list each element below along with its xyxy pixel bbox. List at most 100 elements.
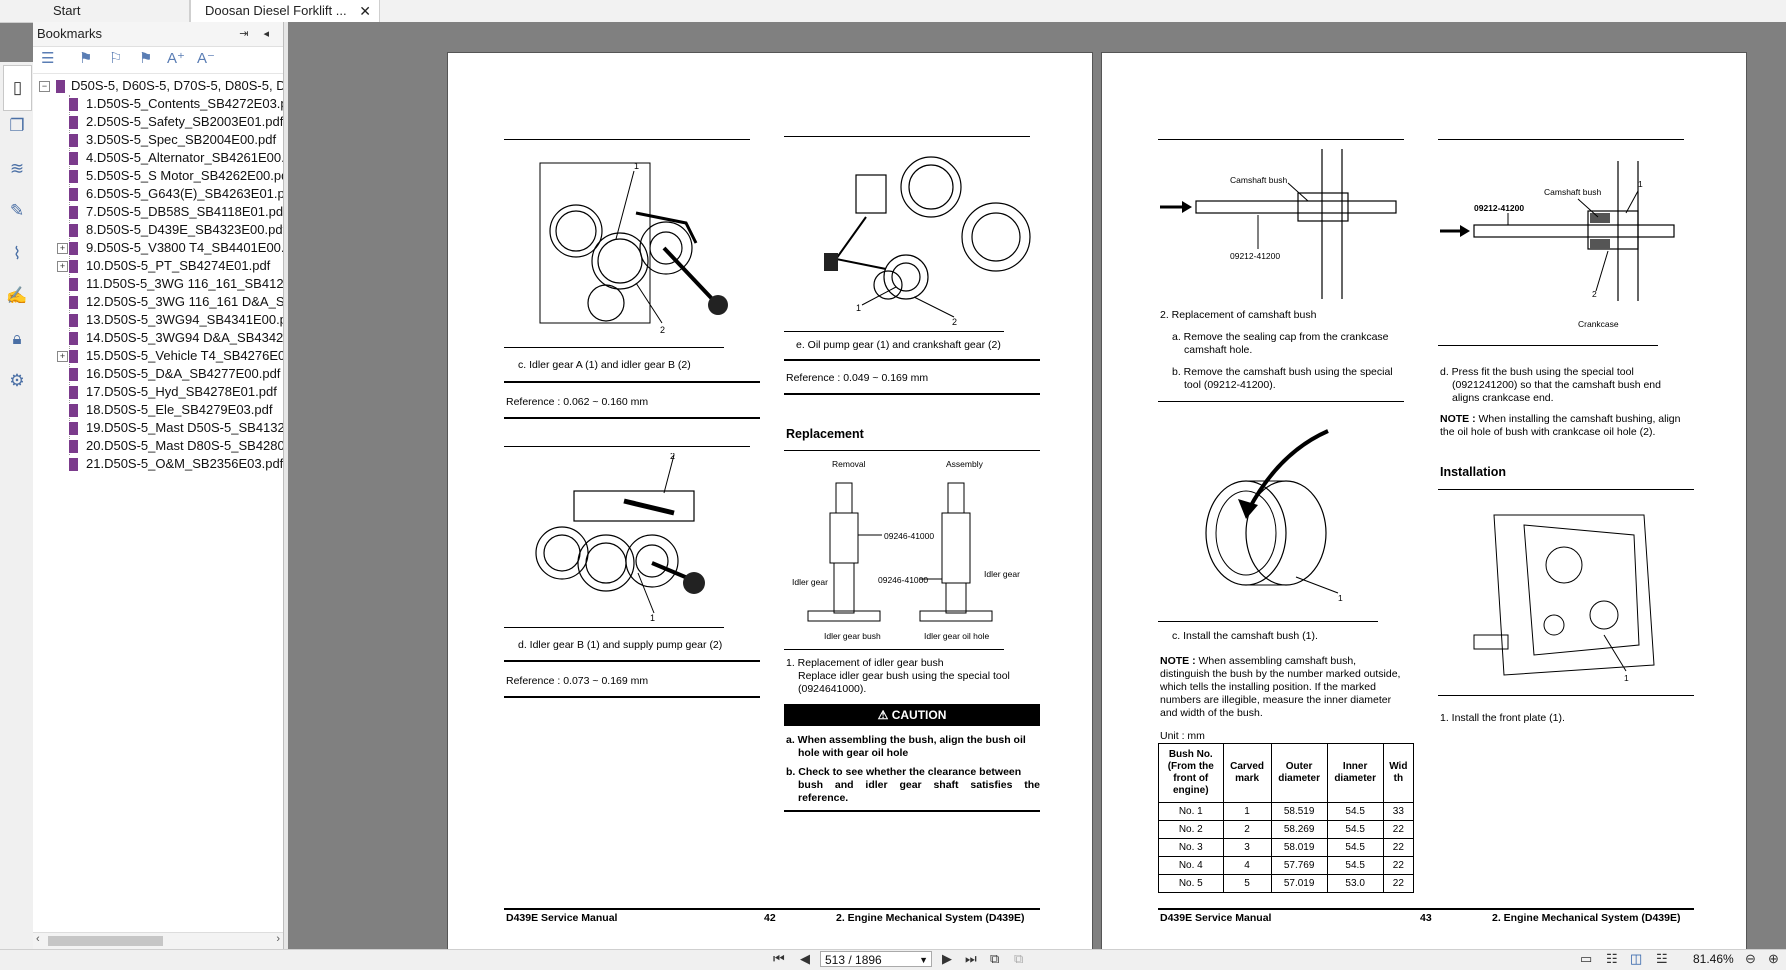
close-icon[interactable]: ✕ bbox=[359, 3, 371, 19]
bookmark-icon bbox=[69, 260, 78, 274]
bookmark-expand-icon[interactable]: ⚐ bbox=[109, 50, 123, 67]
bookmarks-title: Bookmarks bbox=[37, 26, 103, 41]
bookmark-item[interactable]: 18.D50S-5_Ele_SB4279E03.pdf bbox=[69, 401, 272, 419]
col-outer-diameter: Outer diameter bbox=[1270, 743, 1328, 803]
bookmark-collapse-icon[interactable]: ⚑ bbox=[139, 50, 153, 67]
bookmark-label: 10.D50S-5_PT_SB4274E01.pdf bbox=[86, 258, 271, 273]
cell: 57.019 bbox=[1270, 874, 1328, 893]
bookmark-item[interactable]: +10.D50S-5_PT_SB4274E01.pdf bbox=[57, 257, 271, 275]
zoom-level[interactable]: 81.46% bbox=[1693, 952, 1734, 966]
next-view-icon[interactable]: ⧉ bbox=[1014, 951, 1024, 966]
bookmark-icon bbox=[69, 116, 78, 130]
bookmark-item[interactable]: 14.D50S-5_3WG94 D&A_SB4342E bbox=[69, 329, 283, 347]
security-panel-icon[interactable]: 🔒︎ bbox=[12, 329, 22, 348]
bookmark-icon bbox=[69, 314, 78, 328]
bookmarks-horizontal-scrollbar[interactable]: ‹ › bbox=[33, 932, 283, 949]
footer-rule bbox=[504, 908, 1040, 910]
page-number-input[interactable]: 513 / 1896▼ bbox=[820, 951, 932, 967]
bookmark-item[interactable]: 5.D50S-5_S Motor_SB4262E00.pd bbox=[69, 167, 283, 185]
bookmarks-panel: Bookmarks ⇥ ◂ ☰ ⚑ ⚐ ⚑ A⁺ A⁻ − D50S-5, D60… bbox=[33, 22, 284, 949]
bookmark-item[interactable]: 6.D50S-5_G643(E)_SB4263E01.pc bbox=[69, 185, 283, 203]
supply-pump-gear-figure: 2 1 bbox=[534, 453, 734, 623]
camshaft-bush-removal-figure: Camshaft bush 09212-41200 bbox=[1158, 149, 1408, 299]
bookmarks-panel-controls[interactable]: ⇥ ◂ bbox=[239, 28, 275, 40]
bookmark-item[interactable]: 1.D50S-5_Contents_SB4272E03.p bbox=[69, 95, 283, 113]
expand-icon[interactable]: + bbox=[57, 243, 68, 254]
cell: 4 bbox=[1222, 856, 1272, 875]
bookmark-item[interactable]: 7.D50S-5_DB58S_SB4118E01.pdf bbox=[69, 203, 283, 221]
panel-splitter[interactable] bbox=[284, 22, 288, 949]
bookmark-item[interactable]: 3.D50S-5_Spec_SB2004E00.pdf bbox=[69, 131, 276, 149]
bookmark-item[interactable]: +15.D50S-5_Vehicle T4_SB4276E0 bbox=[57, 347, 283, 365]
step2-b-1: b. Remove the camshaft bush using the sp… bbox=[1172, 366, 1393, 378]
attachments-panel-icon[interactable]: ⌇ bbox=[12, 244, 22, 263]
single-page-icon[interactable]: ▭ bbox=[1580, 951, 1593, 966]
bookmark-item[interactable]: 11.D50S-5_3WG 116_161_SB412 bbox=[69, 275, 283, 293]
rule bbox=[504, 660, 760, 662]
bookmark-item[interactable]: +9.D50S-5_V3800 T4_SB4401E00. bbox=[57, 239, 283, 257]
comments-panel-icon[interactable]: ✎ bbox=[9, 201, 25, 220]
tab-start[interactable]: Start bbox=[20, 0, 190, 22]
cell: 57.769 bbox=[1270, 856, 1328, 875]
bookmark-label: 11.D50S-5_3WG 116_161_SB412 bbox=[86, 276, 283, 291]
col-carved-mark: Carved mark bbox=[1222, 743, 1272, 803]
cell: 3 bbox=[1222, 838, 1272, 857]
continuous-facing-icon[interactable]: ☳ bbox=[1656, 951, 1668, 966]
bookmark-root-label: D50S-5, D60S-5, D70S-5, D80S-5, D9 bbox=[71, 78, 283, 93]
last-page-icon[interactable]: ⏭ bbox=[965, 951, 977, 966]
tab-start-label: Start bbox=[53, 3, 81, 18]
bookmarks-toolbar: ☰ ⚑ ⚐ ⚑ A⁺ A⁻ bbox=[33, 47, 283, 74]
callout-1: 1 bbox=[1624, 673, 1629, 683]
zoom-in-icon[interactable]: ⊕ bbox=[1768, 951, 1779, 966]
bookmark-add-icon[interactable]: ⚑ bbox=[79, 50, 93, 67]
expand-icon[interactable]: + bbox=[57, 261, 68, 272]
bookmark-item[interactable]: 16.D50S-5_D&A_SB4277E00.pdf bbox=[69, 365, 280, 383]
document-viewer[interactable]: 1 2 c. Idler gear A (1) and idler gear B… bbox=[288, 22, 1786, 966]
bookmark-root[interactable]: − D50S-5, D60S-5, D70S-5, D80S-5, D9 bbox=[39, 77, 283, 95]
scroll-left-icon[interactable]: ‹ bbox=[36, 933, 40, 945]
callout-2: 2 bbox=[660, 325, 665, 333]
bookmark-icon bbox=[69, 206, 78, 220]
expand-icon[interactable]: + bbox=[57, 351, 68, 362]
first-page-icon[interactable]: ⏮ bbox=[773, 951, 785, 966]
label-idler-gear-r: Idler gear bbox=[984, 569, 1020, 579]
caption-d: d. Idler gear B (1) and supply pump gear… bbox=[518, 639, 723, 651]
bookmark-item[interactable]: 4.D50S-5_Alternator_SB4261E00. bbox=[69, 149, 283, 167]
previous-view-icon[interactable]: ⧉ bbox=[990, 951, 1000, 966]
bookmark-item[interactable]: 2.D50S-5_Safety_SB2003E01.pdf bbox=[69, 113, 283, 131]
bookmark-label: 4.D50S-5_Alternator_SB4261E00. bbox=[86, 150, 283, 165]
bookmark-item[interactable]: 8.D50S-5_D439E_SB4323E00.pdf bbox=[69, 221, 283, 239]
zoom-out-icon[interactable]: ⊖ bbox=[1745, 951, 1756, 966]
continuous-page-icon[interactable]: ☷ bbox=[1606, 951, 1618, 966]
layers-panel-icon[interactable]: ≋ bbox=[9, 159, 25, 178]
bookmark-item[interactable]: 21.D50S-5_O&M_SB2356E03.pdf bbox=[69, 455, 283, 473]
bookmark-item[interactable]: 17.D50S-5_Hyd_SB4278E01.pdf bbox=[69, 383, 277, 401]
bookmark-item[interactable]: 19.D50S-5_Mast D50S-5_SB4132E bbox=[69, 419, 283, 437]
properties-panel-icon[interactable]: ⚙ bbox=[9, 371, 25, 390]
text-smaller-icon[interactable]: A⁻ bbox=[197, 50, 215, 67]
label-tool: 09212-41200 bbox=[1230, 251, 1280, 261]
pages-panel-icon[interactable]: ❐ bbox=[9, 116, 25, 135]
scrollbar-thumb[interactable] bbox=[48, 936, 163, 946]
text-larger-icon[interactable]: A⁺ bbox=[167, 50, 185, 67]
signatures-panel-icon[interactable]: ✍ bbox=[6, 286, 28, 305]
bookmark-label: 21.D50S-5_O&M_SB2356E03.pdf bbox=[86, 456, 283, 471]
facing-pages-icon[interactable]: ◫ bbox=[1630, 951, 1643, 966]
chevron-down-icon[interactable]: ▼ bbox=[919, 955, 928, 965]
tab-document[interactable]: Doosan Diesel Forklift ... ✕ bbox=[190, 0, 380, 22]
bookmarks-panel-icon[interactable]: ▯ bbox=[3, 65, 32, 111]
callout-1: 1 bbox=[634, 161, 639, 171]
scroll-right-icon[interactable]: › bbox=[276, 933, 280, 945]
bookmark-options-icon[interactable]: ☰ bbox=[41, 50, 55, 67]
rule bbox=[784, 359, 1040, 361]
next-page-icon[interactable]: ▶ bbox=[942, 951, 952, 966]
col-width: Wid th bbox=[1382, 743, 1415, 803]
heading-installation: Installation bbox=[1440, 465, 1506, 479]
bookmark-item[interactable]: 12.D50S-5_3WG 116_161 D&A_S bbox=[69, 293, 283, 311]
cell: 58.269 bbox=[1270, 820, 1328, 839]
bookmark-item[interactable]: 20.D50S-5_Mast D80S-5_SB4280E bbox=[69, 437, 283, 455]
bookmark-item[interactable]: 13.D50S-5_3WG94_SB4341E00.p bbox=[69, 311, 283, 329]
oil-pump-gear-figure: 1 2 bbox=[796, 147, 1032, 327]
collapse-icon[interactable]: − bbox=[39, 81, 50, 93]
previous-page-icon[interactable]: ◀ bbox=[800, 951, 810, 966]
